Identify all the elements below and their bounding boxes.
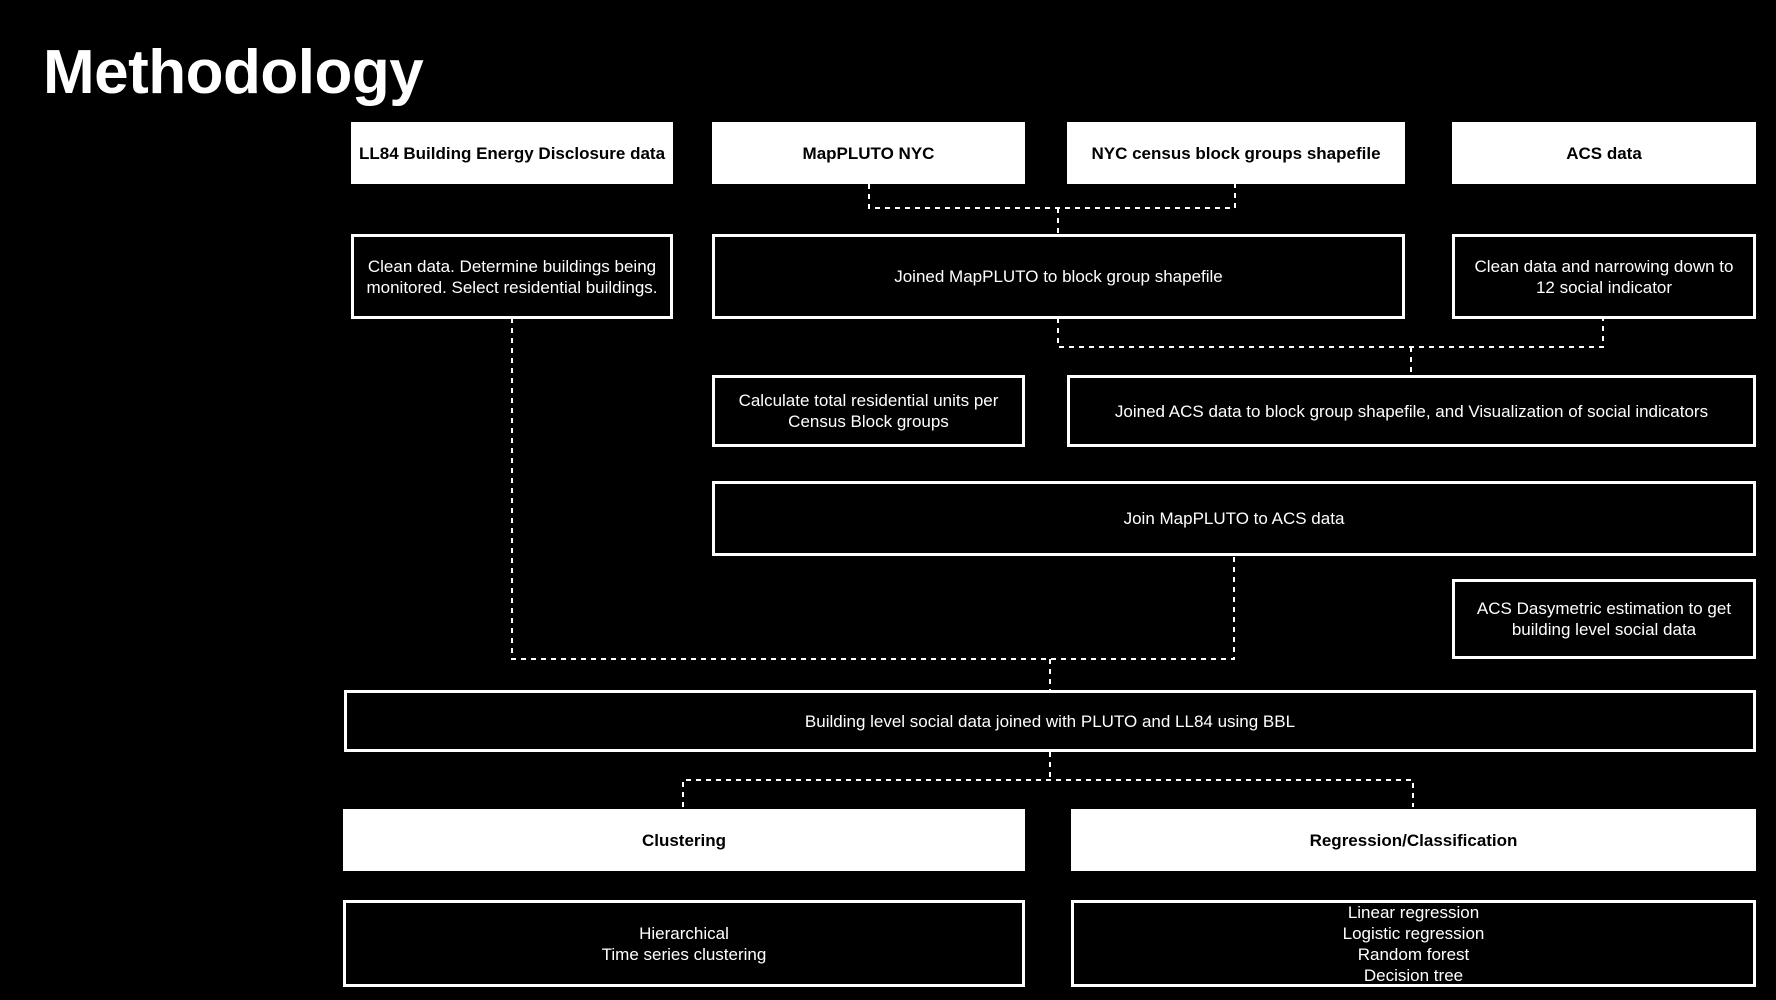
step-clean-acs-line: Clean data and narrowing down to: [1474, 256, 1734, 276]
step-clean-ll84-line: Clean data. Determine buildings being: [367, 256, 657, 276]
source-census-label: NYC census block groups shapefile: [1091, 143, 1381, 163]
step-join-acs-viz: Joined ACS data to block group shapefile…: [1067, 375, 1756, 447]
step-join-pluto-blockgroup-label: Joined MapPLUTO to block group shapefile: [894, 267, 1223, 286]
connector-pluto-census-merge: [868, 184, 1236, 209]
step-join-pluto-acs: Join MapPLUTO to ACS data: [712, 481, 1756, 556]
step-calc-units-line: Calculate total residential units per: [738, 391, 999, 410]
list-item: Time series clustering: [601, 944, 767, 964]
connector-join-acs-merge: [1057, 318, 1604, 348]
source-acs: ACS data: [1452, 122, 1756, 184]
step-clean-ll84: Clean data. Determine buildings being mo…: [351, 234, 673, 319]
step-dasymetric-line: building level social data: [1511, 620, 1697, 639]
list-item: Logistic regression: [1342, 923, 1485, 943]
source-ll84: LL84 Building Energy Disclosure data: [351, 122, 673, 184]
list-item: Random forest: [1357, 944, 1470, 964]
step-join-pluto-acs-label: Join MapPLUTO to ACS data: [1123, 509, 1345, 528]
method-clustering-title: Clustering: [641, 830, 727, 850]
list-item: Linear regression: [1347, 902, 1480, 922]
list-item: Decision tree: [1363, 965, 1464, 985]
step-calc-units: Calculate total residential units per Ce…: [712, 375, 1025, 447]
step-join-acs-viz-label: Joined ACS data to block group shapefile…: [1114, 401, 1709, 421]
step-building-level-label: Building level social data joined with P…: [804, 711, 1296, 731]
source-ll84-label: LL84 Building Energy Disclosure data: [358, 143, 666, 163]
source-mappluto: MapPLUTO NYC: [712, 122, 1025, 184]
step-join-pluto-blockgroup: Joined MapPLUTO to block group shapefile: [712, 234, 1405, 319]
page-title: Methodology: [43, 38, 424, 107]
source-census: NYC census block groups shapefile: [1067, 122, 1405, 184]
step-calc-units-line: Census Block groups: [788, 412, 949, 431]
regression-methods-list: Linear regression Logistic regression Ra…: [1071, 900, 1756, 987]
step-clean-acs-line: 12 social indicator: [1535, 277, 1673, 297]
connector-ll84-to-building: [511, 318, 1235, 660]
source-acs-label: ACS data: [1566, 143, 1642, 163]
method-regression-title: Regression/Classification: [1309, 830, 1518, 850]
method-regression: Regression/Classification: [1071, 809, 1756, 871]
step-clean-acs: Clean data and narrowing down to 12 soci…: [1452, 234, 1756, 319]
step-dasymetric-line: ACS Dasymetric estimation to get: [1476, 599, 1732, 618]
source-mappluto-label: MapPLUTO NYC: [802, 143, 935, 163]
connector-split-branches: [682, 779, 1414, 807]
step-clean-ll84-line: monitored. Select residential buildings.: [366, 277, 658, 297]
method-clustering: Clustering: [343, 809, 1025, 871]
step-dasymetric: ACS Dasymetric estimation to get buildin…: [1452, 579, 1756, 659]
clustering-methods-list: Hierarchical Time series clustering: [343, 900, 1025, 987]
list-item: Hierarchical: [639, 923, 729, 943]
step-building-level: Building level social data joined with P…: [344, 690, 1756, 752]
